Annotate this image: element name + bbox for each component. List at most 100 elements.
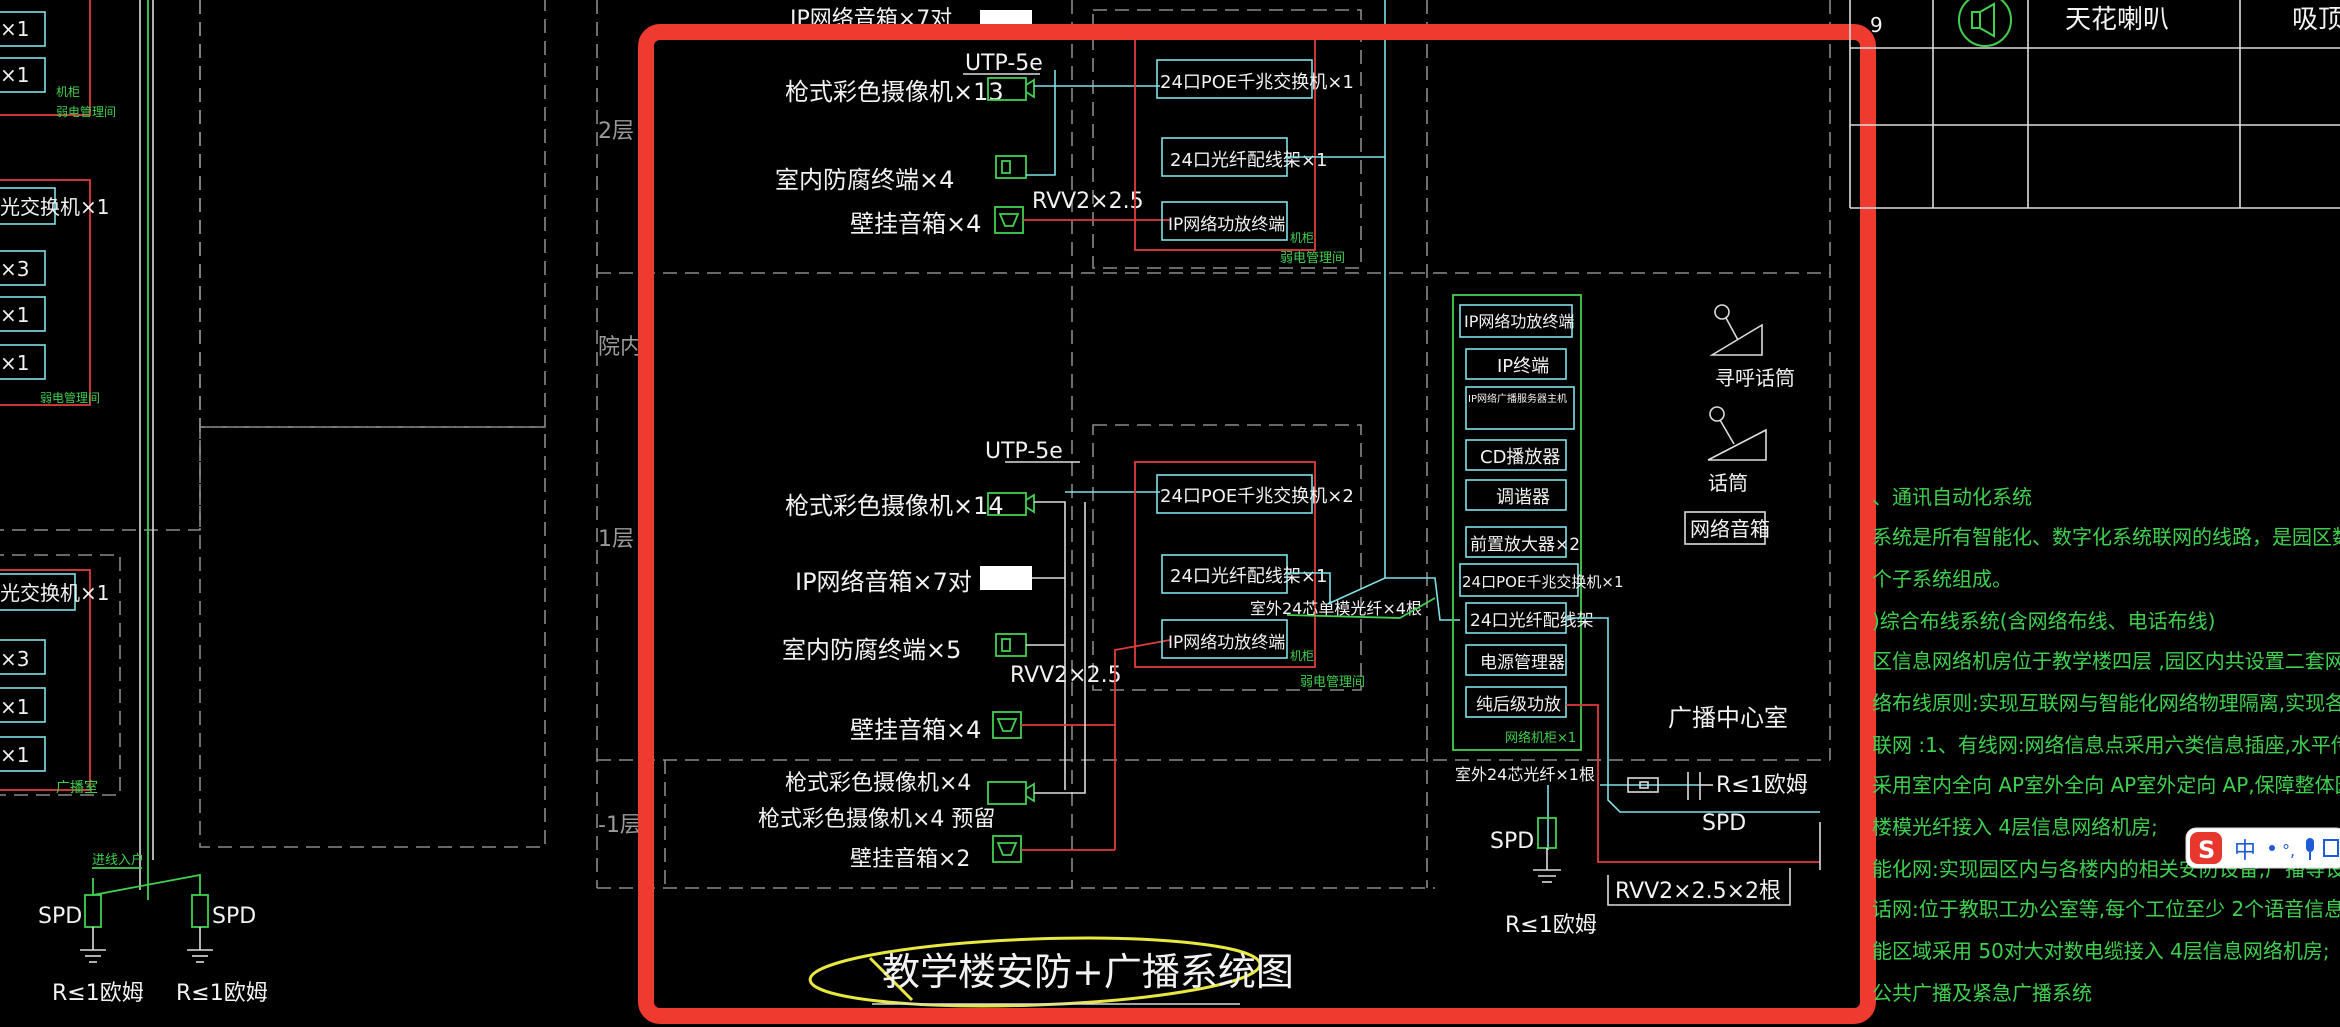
- left-rack-label: 机柜: [56, 85, 80, 99]
- center-rack-item: 24口POE千兆交换机×1: [1462, 573, 1624, 591]
- floor2-device-label: 室内防腐终端×4: [775, 166, 954, 194]
- left-spd-label: SPD: [212, 904, 256, 929]
- floor2-rack-item: 24口POE千兆交换机×1: [1160, 72, 1354, 93]
- floor1-rack-caption: 机柜: [1290, 649, 1314, 663]
- left-item: ×1: [0, 303, 29, 327]
- left-item: 光交换机×1: [0, 581, 109, 605]
- floor2-room-label: 弱电管理间: [1280, 251, 1345, 266]
- note-line: 系统是所有智能化、数字化系统联网的线路，是园区数据信息传输的基础设: [1872, 525, 2340, 549]
- floor-label: 2层: [598, 119, 634, 144]
- ime-toolbar[interactable]: S 中 °,: [2185, 827, 2340, 869]
- camera-icon: [987, 492, 1035, 516]
- speaker-pair-symbol: [980, 566, 1032, 590]
- left-item: 光交换机×1: [0, 195, 109, 219]
- center-spd-label: SPD: [1490, 829, 1534, 854]
- floor1-device-label: 枪式彩色摄像机×14: [785, 492, 1004, 520]
- center-fiber-label: 室外24芯光纤×1根: [1455, 765, 1595, 784]
- floor1-device-label: IP网络音箱×7对: [795, 568, 972, 596]
- left-item: ×1: [0, 351, 29, 375]
- title-highlight: [808, 936, 1262, 1008]
- floor-label: 院内: [598, 335, 642, 360]
- center-rvv-label: RVV2×2.5×2根: [1615, 879, 1781, 904]
- cable-label: RVV2×2.5: [1010, 663, 1122, 688]
- floor1-room-label: 弱电管理间: [1300, 675, 1365, 690]
- floor-label: -1层: [598, 813, 642, 838]
- note-line: 楼模光纤接入 4层信息网络机房;: [1872, 815, 2158, 839]
- wall-speaker-icon: [992, 711, 1022, 739]
- left-room-top: 弱电管理间: [56, 104, 116, 119]
- left-entry: 进线入户: [92, 852, 144, 868]
- left-room-mid: 弱电管理间: [40, 390, 100, 405]
- left-item: ×1: [0, 743, 29, 767]
- center-rack-items: IP网络功放终端 IP终端 IP网络广播服务器主机 CD播放器 调谐器 前置放大…: [1459, 304, 1624, 718]
- floor1-rack-item: 24口POE千兆交换机×2: [1160, 486, 1354, 507]
- wall-speaker-icon: [992, 835, 1022, 863]
- legend-row-name: 天花喇叭: [2065, 5, 2169, 35]
- center-rack-item: CD播放器: [1480, 447, 1560, 468]
- speaker-box-frame: [1684, 511, 1766, 545]
- left-spd-label: SPD: [38, 904, 82, 929]
- center-rack-item: 24口光纤配线架: [1470, 611, 1594, 631]
- ime-more-icon[interactable]: [2323, 839, 2339, 857]
- left-item: ×3: [0, 647, 29, 671]
- note-line: 能区域采用 50对大对数电缆接入 4层信息网络机房;: [1872, 939, 2330, 963]
- center-rack-item: IP网络功放终端: [1464, 312, 1574, 331]
- microphone-icon[interactable]: [2306, 838, 2314, 852]
- ime-punct-icon[interactable]: [2269, 845, 2275, 851]
- cable-label: UTP-5e: [985, 439, 1063, 464]
- ime-lang-label[interactable]: 中: [2234, 839, 2256, 864]
- mic-icon: [1707, 406, 1767, 461]
- system-diagram: 2层 院内 1层 -1层 IP网络音箱×7对 枪式彩色摄像机×13 室内防腐终端…: [596, 0, 1831, 1008]
- note-line: 公共广播及紧急广播系统: [1872, 981, 2092, 1005]
- center-rack-item: IP终端: [1497, 356, 1549, 377]
- left-ground-label: R≤1欧姆: [52, 981, 144, 1006]
- note-line: 、通讯自动化系统: [1872, 485, 2032, 509]
- center-rack-item: 前置放大器×2: [1470, 535, 1580, 555]
- ceiling-speaker-icon: [1958, 0, 2012, 47]
- wall-speaker-icon: [994, 206, 1024, 234]
- note-line: 络布线原则:实现互联网与智能化网络物理隔离,实现各自网络中的数据安全,: [1872, 691, 2340, 715]
- design-notes: 、通讯自动化系统 系统是所有智能化、数字化系统联网的线路，是园区数据信息传输的基…: [1872, 485, 2340, 1005]
- left-item: ×3: [0, 257, 29, 281]
- legend-row-no: 9: [1870, 13, 1883, 37]
- legend-row-install: 吸顶安: [2292, 5, 2340, 35]
- camera-icon: [987, 77, 1035, 101]
- center-rack-item: 纯后级功放: [1476, 695, 1561, 715]
- center-ground-label: R≤1欧姆: [1716, 773, 1808, 798]
- paging-mic-icon: [1709, 304, 1763, 356]
- floor-label: 1层: [598, 527, 634, 552]
- floor2-device-label: 枪式彩色摄像机×13: [785, 78, 1004, 106]
- basement-device-label: 枪式彩色摄像机×4 预留: [758, 807, 995, 832]
- legend-table: 9 天花喇叭 吸顶安: [1849, 0, 2340, 209]
- note-line: 话网:位于教职工办公室等,每个工位至少 2个语音信息点,语: [1872, 897, 2340, 921]
- center-spd-label: SPD: [1702, 811, 1746, 836]
- floor2-device-label: 壁挂音箱×4: [850, 210, 981, 238]
- floor2-rack-item: IP网络功放终端: [1168, 215, 1285, 235]
- floor1-rack-item: 24口光纤配线架×1: [1170, 566, 1327, 587]
- note-line: 个子系统组成。: [1872, 567, 2012, 591]
- center-rack-caption: 网络机柜×1: [1505, 730, 1576, 746]
- center-mic-label: 话筒: [1708, 471, 1748, 495]
- ime-logo: S: [2198, 836, 2215, 864]
- cable-label: UTP-5e: [965, 51, 1043, 76]
- floor1-device-label: 室内防腐终端×5: [782, 636, 961, 664]
- annotation-frame: [638, 24, 1876, 1024]
- center-mic-label: 寻呼话筒: [1715, 366, 1795, 390]
- alarm-terminal-icon: [995, 155, 1027, 179]
- note-line: 采用室内全向 AP室外全向 AP室外定向 AP,保障整体园区: [1872, 773, 2340, 797]
- center-rack-item: 调谐器: [1496, 487, 1550, 508]
- center-rack-item: 电源管理器: [1480, 653, 1565, 673]
- left-fragment: ×1 ×1 机柜 弱电管理间 光交换机×1 ×3 ×1 ×1 弱电管理间 光交换…: [0, 0, 546, 1006]
- basement-device-label: 壁挂音箱×2: [850, 847, 970, 872]
- left-item: ×1: [0, 63, 29, 87]
- floor1-fiber-label: 室外24芯单模光纤×4根: [1250, 599, 1422, 618]
- ime-logo-icon: [2190, 832, 2222, 864]
- ime-comma-icon[interactable]: °,: [2282, 841, 2295, 860]
- left-room-bot: 广播室: [56, 779, 98, 796]
- center-speaker-label: 网络音箱: [1690, 517, 1770, 541]
- cable-label: RVV2×2.5: [1032, 189, 1144, 214]
- alarm-terminal-icon: [995, 633, 1027, 657]
- center-ground-label: R≤1欧姆: [1505, 913, 1597, 938]
